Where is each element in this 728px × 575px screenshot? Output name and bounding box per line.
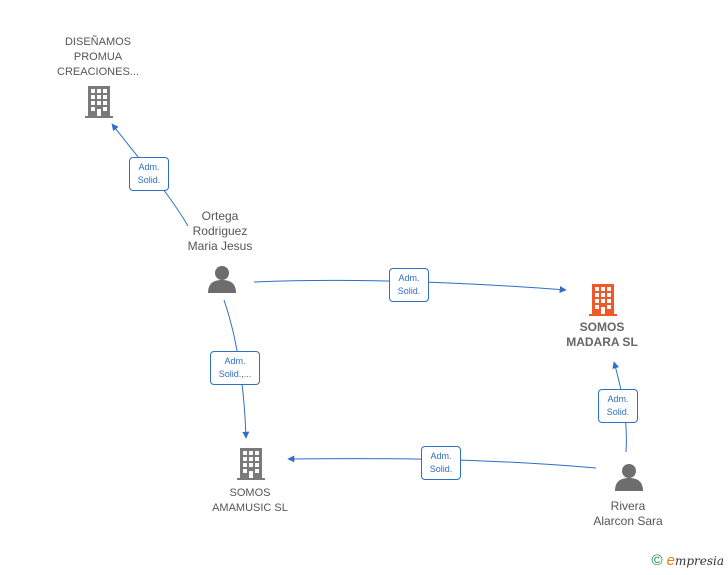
building-icon-somos-amamusic[interactable] <box>237 448 265 480</box>
edge-label-line: Adm. <box>224 356 246 366</box>
edge-label-line: Solid. <box>137 175 161 185</box>
label-line: Alarcon Sara <box>593 514 663 528</box>
edge-label-line: Solid. <box>429 464 453 474</box>
edge-label-rivera-somos-madara[interactable]: Adm. Solid. <box>598 389 638 423</box>
label-line: Rivera <box>610 499 646 513</box>
brand-initial: e <box>666 552 675 569</box>
edge-label-ortega-somos-amamusic[interactable]: Adm. Solid.,... <box>210 351 260 385</box>
person-icon-ortega[interactable] <box>208 266 236 293</box>
edge-label-ortega-somos-madara[interactable]: Adm. Solid. <box>389 268 429 302</box>
empresia-footer[interactable]: ©empresia <box>652 552 724 569</box>
building-icon-somos-madara[interactable] <box>589 284 617 316</box>
label-line: Ortega <box>201 209 239 223</box>
node-label-somos-madara[interactable]: SOMOS MADARA SL <box>552 320 652 350</box>
node-label-disenamos[interactable]: DISEÑAMOS PROMUA CREACIONES... <box>48 35 148 80</box>
edge-label-line: Solid.,... <box>218 369 252 379</box>
person-icon-rivera[interactable] <box>615 464 643 491</box>
edge-label-rivera-somos-amamusic[interactable]: Adm. Solid. <box>421 446 461 480</box>
label-line: Maria Jesus <box>187 239 253 253</box>
edge-label-line: Adm. <box>138 162 160 172</box>
edge-label-line: Adm. <box>607 394 629 404</box>
edge-label-line: Adm. <box>430 451 452 461</box>
label-line: AMAMUSIC SL <box>212 502 288 514</box>
label-line: MADARA SL <box>566 335 638 349</box>
label-line: PROMUA <box>73 51 123 63</box>
edge-label-ortega-disenamos[interactable]: Adm. Solid. <box>129 157 169 191</box>
copyright-icon: © <box>651 552 663 569</box>
node-label-somos-amamusic[interactable]: SOMOS AMAMUSIC SL <box>195 486 305 516</box>
node-label-rivera[interactable]: Rivera Alarcon Sara <box>578 499 678 529</box>
brand-name: mpresia <box>674 554 724 568</box>
label-line: CREACIONES... <box>57 66 139 78</box>
label-line: Rodriguez <box>192 224 248 238</box>
edge-label-line: Solid. <box>606 407 630 417</box>
label-line: DISEÑAMOS <box>64 36 131 48</box>
node-label-ortega[interactable]: Ortega Rodriguez Maria Jesus <box>170 209 270 254</box>
edge-label-line: Adm. <box>398 273 420 283</box>
label-line: SOMOS <box>579 320 625 334</box>
label-line: SOMOS <box>229 487 271 499</box>
building-icon-disenamos[interactable] <box>85 86 113 118</box>
edge-label-line: Solid. <box>397 286 421 296</box>
